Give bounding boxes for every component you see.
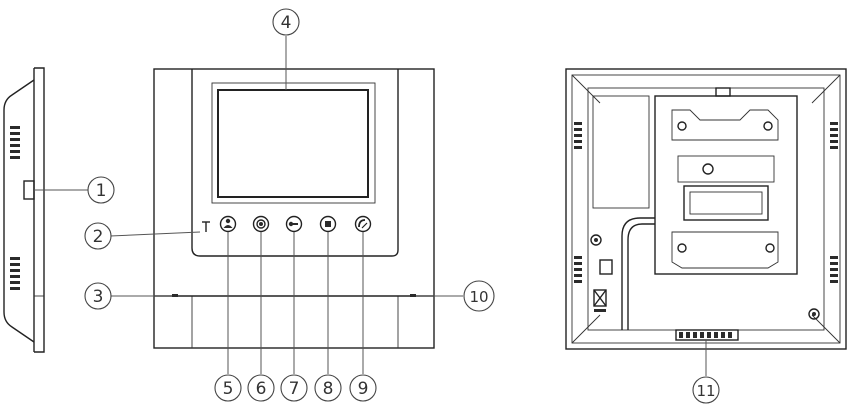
callout-2-label: 2 (93, 227, 104, 247)
button-talk (354, 215, 372, 233)
callout-10-label: 10 (469, 288, 488, 306)
front-view (109, 36, 463, 374)
crossed-out-bin-icon (593, 289, 607, 312)
microphone-mark (202, 221, 210, 232)
callout-6-label: 6 (256, 379, 267, 399)
callout-8: 8 (314, 374, 342, 402)
callout-2: 2 (84, 222, 112, 250)
callout-1: 1 (87, 176, 115, 204)
callout-10: 10 (463, 280, 495, 312)
button-unlock (285, 215, 303, 233)
callout-5: 5 (214, 374, 242, 402)
callout-3: 3 (84, 282, 112, 310)
back-vents-left (574, 122, 582, 283)
callout-4-label: 4 (281, 13, 292, 33)
callout-3-label: 3 (93, 287, 104, 307)
callout-11-label: 11 (696, 382, 715, 400)
callout-4: 4 (272, 8, 300, 36)
callout-9: 9 (349, 374, 377, 402)
terminal-block (675, 329, 739, 341)
callout-7: 7 (280, 374, 308, 402)
side-switch (23, 180, 35, 200)
side-vents-lower (10, 257, 20, 290)
button-stop (319, 215, 337, 233)
callout-1-label: 1 (96, 181, 107, 201)
back-view (565, 68, 847, 376)
callout-9-label: 9 (358, 379, 369, 399)
side-vents-upper (10, 126, 20, 159)
callout-5-label: 5 (223, 379, 234, 399)
callout-7-label: 7 (289, 379, 300, 399)
callout-8-label: 8 (323, 379, 334, 399)
callout-11: 11 (692, 376, 720, 404)
button-monitor (252, 215, 270, 233)
back-vents-right (830, 122, 838, 283)
callout-6: 6 (247, 374, 275, 402)
button-call-guard (219, 215, 237, 233)
display-screen (217, 89, 369, 198)
side-view (3, 67, 88, 353)
